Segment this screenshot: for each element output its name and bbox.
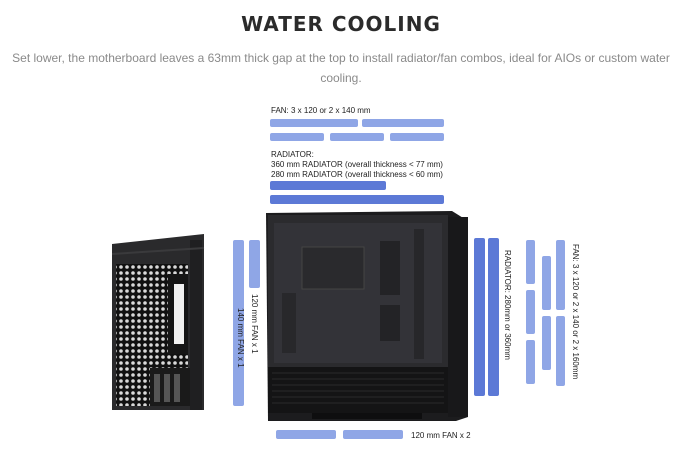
case-image bbox=[262, 207, 470, 425]
rear-fan-bar-140 bbox=[233, 240, 244, 406]
top-radiator-280-bar bbox=[270, 181, 386, 190]
front-fan-bar-120-2 bbox=[526, 290, 535, 334]
top-fan-bar-120-2 bbox=[330, 133, 384, 141]
radiator-280-label: 280 mm RADIATOR (overall thickness < 60 … bbox=[271, 170, 443, 179]
top-fan-bar-120-1 bbox=[270, 119, 358, 127]
top-fan-bar-140-2 bbox=[270, 133, 324, 141]
top-fan-bar-120-3 bbox=[390, 133, 444, 141]
bottom-fan-bar-1 bbox=[276, 430, 336, 439]
side-panel-closeup-image bbox=[112, 234, 208, 410]
front-radiator-bar-280 bbox=[474, 238, 485, 396]
radiator-360-label: 360 mm RADIATOR (overall thickness < 77 … bbox=[271, 160, 443, 169]
front-fan-bar-160-2 bbox=[556, 316, 565, 386]
front-fan-bar-140-1 bbox=[542, 256, 551, 310]
rear-fan-bar-120 bbox=[249, 240, 260, 288]
section-title: WATER COOLING bbox=[241, 12, 441, 36]
top-radiator-360-bar bbox=[270, 195, 444, 204]
bottom-fan-bar-2 bbox=[343, 430, 403, 439]
radiator-heading: RADIATOR: bbox=[271, 150, 314, 159]
section-description: Set lower, the motherboard leaves a 63mm… bbox=[12, 51, 670, 85]
front-fan-bar-140-2 bbox=[542, 316, 551, 370]
bottom-fan-label: 120 mm FAN x 2 bbox=[411, 431, 471, 440]
front-fan-bar-160-1 bbox=[556, 240, 565, 310]
front-fan-bar-120-1 bbox=[526, 240, 535, 284]
top-fan-label: FAN: 3 x 120 or 2 x 140 mm bbox=[271, 106, 371, 115]
top-fan-bar-140-1 bbox=[362, 119, 444, 127]
front-fan-label: FAN: 3 x 120 or 2 x 140 or 2 x 160mm bbox=[571, 244, 580, 380]
front-fan-bar-120-3 bbox=[526, 340, 535, 384]
front-radiator-bar-360 bbox=[488, 238, 499, 396]
front-radiator-label: RADIATOR: 280mm or 360mm bbox=[503, 250, 512, 360]
rear-fan-140-label: 140 mm FAN x 1 bbox=[236, 308, 245, 368]
rear-fan-120-label: 120 mm FAN x 1 bbox=[250, 294, 259, 354]
